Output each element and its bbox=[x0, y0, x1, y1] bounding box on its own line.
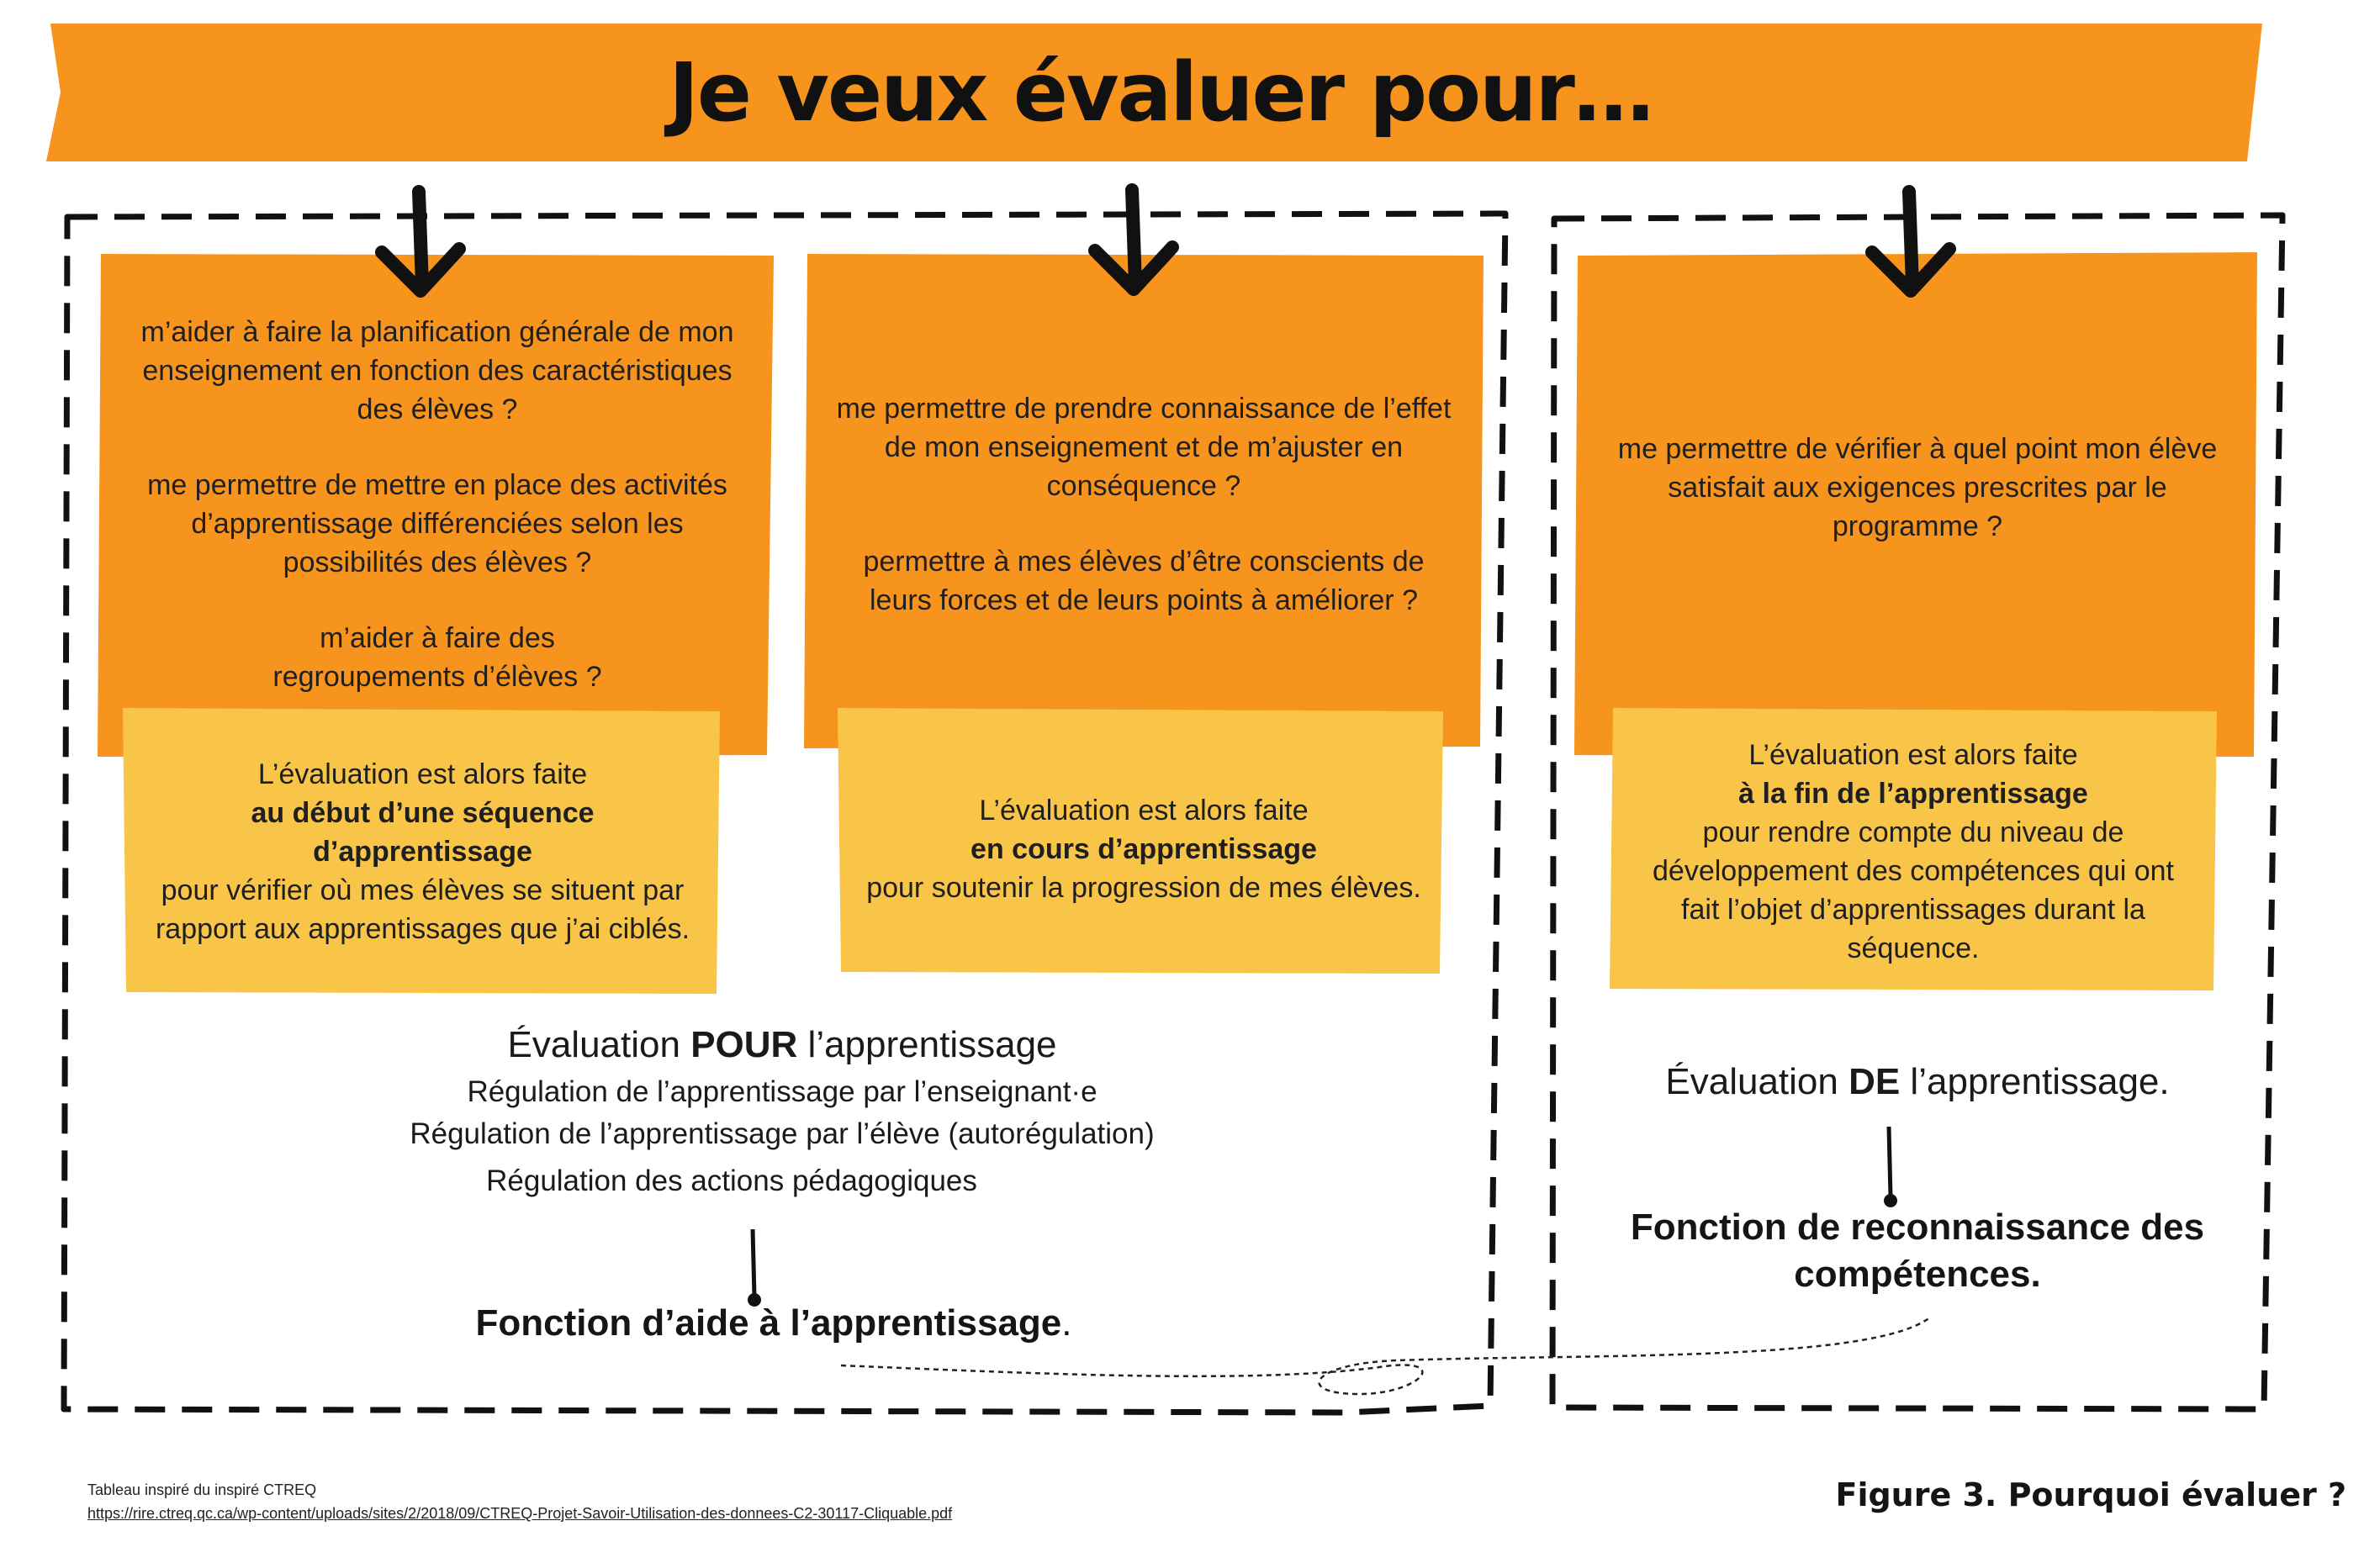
evaluation-intro: L’évaluation est alors faite bbox=[1748, 739, 2078, 771]
questions-column-1: m’aider à faire la planification général… bbox=[126, 303, 748, 706]
de-function-line: Fonction de reconnaissance des bbox=[1630, 1207, 2205, 1248]
evaluation-moment: en cours d’apprentissage bbox=[971, 833, 1317, 865]
de-function-line: compétences. bbox=[1794, 1254, 2041, 1295]
evaluation-text-3: L’évaluation est alors faite à la fin de… bbox=[1632, 730, 2195, 974]
source-link[interactable]: https://rire.ctreq.qc.ca/wp-content/uplo… bbox=[87, 1505, 953, 1522]
orange-box-3 bbox=[1574, 252, 2257, 757]
figure-caption: Figure 3. Pourquoi évaluer ? bbox=[1835, 1476, 2347, 1513]
pour-title-prefix: Évaluation bbox=[507, 1024, 691, 1065]
orange-box-2 bbox=[804, 254, 1484, 748]
de-title-prefix: Évaluation bbox=[1665, 1061, 1849, 1102]
regulation-line: Régulation de l’apprentissage par l’élèv… bbox=[410, 1117, 1155, 1150]
pour-title-emphasis: POUR bbox=[690, 1024, 798, 1065]
evaluation-moment: à la fin de l’apprentissage bbox=[1738, 778, 2088, 810]
question-text: me permettre de vérifier à quel point mo… bbox=[1617, 433, 2218, 542]
pour-connector bbox=[748, 1228, 761, 1307]
down-arrow-icon bbox=[1865, 185, 1956, 298]
down-arrow-icon bbox=[1088, 183, 1179, 296]
evaluation-purpose: pour rendre compte du niveau de développ… bbox=[1653, 816, 2174, 964]
de-title-suffix: l’apprentissage. bbox=[1900, 1061, 2170, 1102]
question-text: m’aider à faire des regroupements d’élèv… bbox=[272, 622, 602, 693]
de-group-title: Évaluation DE l’apprentissage. bbox=[1564, 1061, 2271, 1112]
question-text: me permettre de prendre connaissance de … bbox=[836, 393, 1452, 502]
evaluation-moment: au début d’une séquence d’apprentissage bbox=[251, 797, 595, 868]
evaluation-intro: L’évaluation est alors faite bbox=[979, 795, 1309, 826]
yellow-box-2 bbox=[838, 708, 1443, 974]
de-function: Fonction de reconnaissance des compétenc… bbox=[1564, 1204, 2271, 1305]
source-note: Tableau inspiré du inspiré CTREQ https:/… bbox=[87, 1478, 1265, 1532]
source-text: Tableau inspiré du inspiré CTREQ bbox=[87, 1481, 317, 1498]
questions-column-3: me permettre de vérifier à quel point mo… bbox=[1602, 420, 2233, 555]
questions-column-2: me permettre de prendre connaissance de … bbox=[828, 353, 1459, 656]
de-connector bbox=[1884, 1126, 1897, 1207]
evaluation-intro: L’évaluation est alors faite bbox=[257, 758, 588, 790]
yellow-box-3 bbox=[1610, 708, 2217, 990]
pour-title-suffix: l’apprentissage bbox=[797, 1024, 1057, 1065]
question-text: permettre à mes élèves d’être conscients… bbox=[863, 546, 1425, 616]
down-arrow-icon bbox=[375, 185, 466, 298]
question-text: me permettre de mettre en place des acti… bbox=[147, 469, 727, 578]
evaluation-text-2: L’évaluation est alors faite en cours d’… bbox=[862, 757, 1425, 942]
evaluation-purpose: pour soutenir la progression de mes élèv… bbox=[866, 872, 1421, 904]
pour-function: Fonction d’aide à l’apprentissage. bbox=[404, 1300, 1144, 1354]
page-title: Je veux évaluer pour… bbox=[669, 45, 1654, 140]
evaluation-purpose: pour vérifier où mes élèves se situent p… bbox=[155, 874, 690, 945]
de-group-frame bbox=[1549, 212, 2286, 1413]
function-link bbox=[840, 1316, 1932, 1396]
evaluation-text-1: L’évaluation est alors faite au début d’… bbox=[139, 730, 706, 974]
pour-regulations: Régulation de l’apprentissage par l’ense… bbox=[320, 1071, 1245, 1206]
pour-function-text: Fonction d’aide à l’apprentissage. bbox=[475, 1302, 1072, 1344]
title-banner bbox=[46, 24, 2262, 161]
regulation-line: Régulation de l’apprentissage par l’ense… bbox=[467, 1075, 1097, 1108]
pour-group-title: Évaluation POUR l’apprentissage bbox=[362, 1024, 1203, 1075]
pour-group-frame bbox=[61, 210, 1509, 1416]
question-text: m’aider à faire la planification général… bbox=[140, 316, 734, 425]
regulation-line: Régulation des actions pédagogiques bbox=[486, 1164, 977, 1197]
yellow-box-1 bbox=[123, 708, 720, 994]
orange-box-1 bbox=[98, 254, 774, 757]
de-title-emphasis: DE bbox=[1848, 1061, 1901, 1102]
